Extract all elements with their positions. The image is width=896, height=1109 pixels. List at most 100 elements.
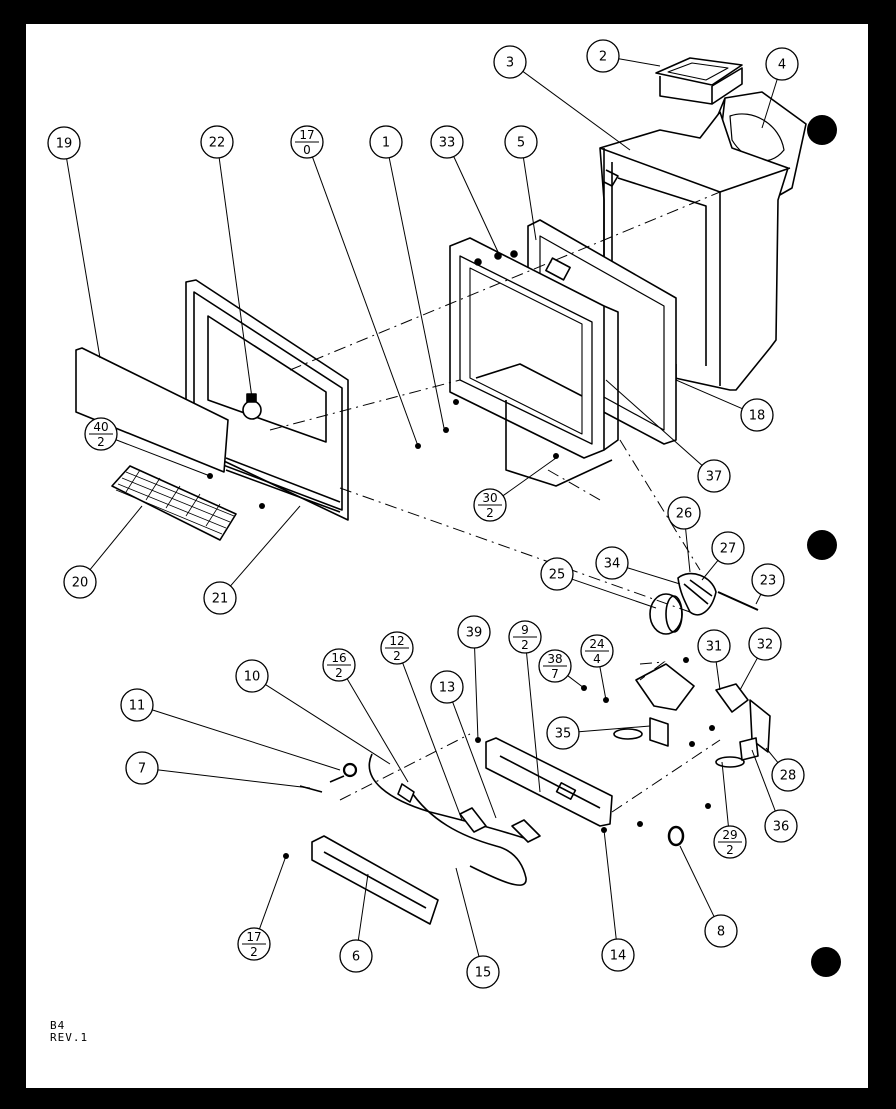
callout-label: 8 <box>717 925 725 940</box>
callout-circle <box>430 670 464 704</box>
callout-4: 4 <box>765 47 799 81</box>
fraction-callout-12-2: 122 <box>380 631 414 665</box>
registration-dot <box>811 947 841 977</box>
callout-circle <box>751 563 785 597</box>
leader-line <box>618 58 661 67</box>
callout-label: 14 <box>610 949 627 964</box>
leader-line <box>603 829 617 940</box>
callout-circle <box>771 758 805 792</box>
callout-circle <box>125 751 159 785</box>
leader-line <box>157 769 311 789</box>
fraction-top-label: 17 <box>246 930 261 944</box>
part-35-lever-drawing <box>613 663 695 747</box>
callout-34: 34 <box>595 546 629 580</box>
leader-line <box>522 157 537 241</box>
leader-line <box>357 873 369 941</box>
leader-line <box>89 505 143 570</box>
callout-37: 37 <box>697 459 731 493</box>
callout-23: 23 <box>751 563 785 597</box>
leader-line <box>66 158 101 359</box>
part-14-plate-drawing <box>485 737 613 827</box>
callout-39: 39 <box>457 615 491 649</box>
part-6-bracket-drawing <box>311 835 439 925</box>
callout-36: 36 <box>764 809 798 843</box>
fraction-callout-24-4: 244 <box>580 634 614 668</box>
callout-6: 6 <box>339 939 373 973</box>
callout-circle <box>369 125 403 159</box>
callout-label: 35 <box>555 727 572 742</box>
callout-14: 14 <box>601 938 635 972</box>
callout-label: 39 <box>466 626 483 641</box>
fraction-top-label: 38 <box>547 652 562 666</box>
callout-circle <box>203 581 237 615</box>
fraction-top-label: 9 <box>521 623 529 637</box>
callout-circle <box>601 938 635 972</box>
callout-circle <box>697 629 731 663</box>
fraction-callout-29-2: 292 <box>713 825 747 859</box>
registration-dot <box>807 530 837 560</box>
fraction-bottom-label: 2 <box>393 649 401 663</box>
callout-label: 25 <box>549 568 566 583</box>
callout-label: 7 <box>138 762 146 777</box>
callout-circle <box>697 459 731 493</box>
callout-label: 31 <box>706 640 723 655</box>
callout-circle <box>740 398 774 432</box>
callout-label: 34 <box>604 557 621 572</box>
callout-circle <box>47 126 81 160</box>
fraction-bottom-label: 2 <box>486 506 494 520</box>
callout-circle <box>711 531 745 565</box>
leader-line <box>685 528 691 573</box>
callout-label: 3 <box>506 56 514 71</box>
callout-11: 11 <box>120 688 154 722</box>
part-19-label-drawing <box>75 347 229 473</box>
leader-line <box>721 761 729 827</box>
fraction-bottom-label: 2 <box>726 843 734 857</box>
callout-circle <box>546 716 580 750</box>
callout-13: 13 <box>430 670 464 704</box>
fraction-top-label: 29 <box>722 828 737 842</box>
callout-label: 18 <box>749 409 766 424</box>
callout-circle <box>540 557 574 591</box>
callout-label: 1 <box>382 136 390 151</box>
callout-35: 35 <box>546 716 580 750</box>
callout-20: 20 <box>63 565 97 599</box>
callout-21: 21 <box>203 581 237 615</box>
part-33-frame-drawing <box>449 237 619 487</box>
callout-circle <box>765 47 799 81</box>
callout-circle <box>504 125 538 159</box>
leader-line <box>265 684 391 765</box>
leader-line <box>567 675 585 689</box>
callout-26: 26 <box>667 496 701 530</box>
leader-line <box>765 747 779 763</box>
fraction-bottom-label: 2 <box>250 945 258 959</box>
leader-line <box>258 855 287 930</box>
callout-label: 4 <box>778 58 786 73</box>
fraction-bottom-label: 7 <box>551 667 559 681</box>
callout-label: 20 <box>72 576 89 591</box>
callout-28: 28 <box>771 758 805 792</box>
leader-line <box>679 845 715 917</box>
leader-line <box>751 749 776 812</box>
fraction-bottom-label: 2 <box>521 638 529 652</box>
callout-circle <box>120 688 154 722</box>
fraction-top-label: 30 <box>482 491 497 505</box>
fraction-top-label: 16 <box>331 651 346 665</box>
part-20-grille-drawing <box>111 465 237 541</box>
callout-label: 33 <box>439 136 456 151</box>
callout-label: 26 <box>676 507 693 522</box>
callout-label: 2 <box>599 50 607 65</box>
callout-8: 8 <box>704 914 738 948</box>
fraction-top-label: 12 <box>389 634 404 648</box>
callout-33: 33 <box>430 125 464 159</box>
callout-25: 25 <box>540 557 574 591</box>
callout-label: 23 <box>760 574 777 589</box>
callout-10: 10 <box>235 659 269 693</box>
leader-line <box>522 71 631 151</box>
fraction-callout-9-2: 92 <box>508 620 542 654</box>
callout-5: 5 <box>504 125 538 159</box>
callout-19: 19 <box>47 126 81 160</box>
leader-line <box>312 156 419 447</box>
leader-line <box>739 657 758 691</box>
sheet-code-block: B4 REV.1 <box>50 1020 88 1044</box>
